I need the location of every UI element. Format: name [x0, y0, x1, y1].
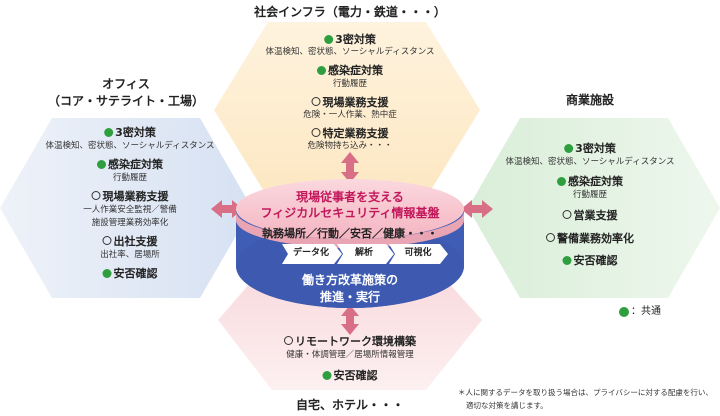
common-marker-icon: [564, 144, 574, 153]
top-item-3mitsu: 3密対策: [324, 34, 376, 45]
circle-marker-icon: [546, 233, 555, 242]
top-item-specific-support-detail: 危険物持ち込み・・・: [307, 141, 393, 151]
right-item-3mitsu: 3密対策: [564, 143, 616, 154]
top-item-infection-detail: 行動履歴: [332, 79, 368, 89]
common-marker-icon: [317, 66, 326, 75]
arrow-bottom: [341, 305, 359, 335]
hub-line-2: フィジカルセキュリティ情報基盤: [260, 206, 440, 220]
arrow-top: [341, 152, 359, 183]
arrow-right: [461, 200, 493, 218]
left-item-3mitsu-detail: 体温検知、密状態、ソーシャルディスタンス: [45, 141, 215, 151]
left-item-infection-detail: 行動履歴: [112, 173, 148, 183]
left-item-field-support: 現場業務支援: [91, 191, 169, 202]
left-item-infection: 感染症対策: [97, 159, 163, 170]
left-title-1: オフィス: [102, 77, 150, 91]
right-item-infection: 感染症対策: [557, 176, 623, 187]
right-item-sales-support: 営業支援: [562, 210, 618, 221]
bottom-item-safety: 安否確認: [322, 370, 378, 381]
common-marker-icon: [322, 371, 332, 380]
footnote-line-2: 適切な対策を講じます。: [466, 401, 548, 410]
top-item-field-support: 現場業務支援: [311, 97, 389, 108]
right-item-infection-detail: 行動履歴: [572, 190, 608, 200]
right-item-3mitsu-detail: 体温検知、密状態、ソーシャルディスタンス: [505, 157, 675, 167]
left-item-safety: 安否確認: [102, 268, 158, 279]
right-item-safety: 安否確認: [562, 255, 618, 266]
hub-bottom-1: 働き方改革施策の: [301, 273, 399, 287]
top-item-infection: 感染症対策: [317, 65, 383, 76]
hub-pink-rim: [236, 211, 464, 248]
bottom-item-remote-work-detail: 健康・体調管理／居場所情報管理: [286, 350, 414, 360]
common-marker-icon: [562, 256, 572, 265]
hub-line-1: 現場従事者を支える: [296, 190, 404, 204]
left-item-field-support-detail-2: 施設管理業務効率化: [91, 218, 169, 228]
top-item-field-support-detail: 危険・一人作業、熱中症: [303, 110, 397, 120]
hub-pink-disc: [236, 179, 464, 239]
common-marker-icon: [557, 177, 566, 186]
right-hexagon: [468, 118, 720, 298]
common-marker-icon: [97, 160, 106, 169]
circle-marker-icon: [562, 210, 572, 219]
left-item-commute-support: 出社支援: [102, 236, 158, 247]
common-marker-icon: [104, 128, 114, 137]
top-item-specific-support: 特定業務支援: [311, 128, 389, 139]
legend-label: ：共通: [631, 306, 661, 317]
right-item-security-efficiency: 警備業務効率化: [546, 233, 634, 244]
common-marker-icon: [324, 35, 334, 44]
circle-marker-icon: [91, 191, 101, 200]
common-marker-icon: [102, 269, 112, 278]
top-hexagon: [214, 22, 480, 198]
circle-marker-icon: [102, 236, 112, 245]
left-item-field-support-detail: 一人作業安全監視／警備: [83, 205, 177, 215]
flow-step-data: データ化: [292, 248, 330, 258]
hub-bottom-2: 推進・実行: [319, 290, 381, 304]
flow-step-visualize: 可視化: [404, 248, 432, 258]
circle-marker-icon: [311, 128, 321, 137]
left-item-3mitsu: 3密対策: [104, 127, 156, 138]
chevron-visual: [389, 244, 448, 264]
flow-step-analysis: 解析: [354, 248, 374, 258]
left-hexagon: [0, 118, 252, 298]
circle-marker-icon: [311, 97, 321, 106]
right-title: 商業施設: [565, 93, 615, 107]
top-title: 社会インフラ（電力・鉄道・・・）: [254, 5, 446, 19]
bottom-item-remote-work: リモートワーク環境構築: [284, 336, 416, 347]
chevron-data: [282, 244, 342, 264]
circle-marker-icon: [284, 336, 293, 345]
arrow-left: [211, 200, 243, 218]
hub-line-3: 執務場所／行動／安否／健康・・・: [262, 227, 438, 240]
chevron-analysis: [337, 244, 394, 264]
top-item-3mitsu-detail: 体温検知、密状態、ソーシャルディスタンス: [265, 47, 435, 57]
legend-common-dot: [619, 307, 629, 317]
left-item-commute-support-detail: 出社率、居場所: [100, 250, 160, 260]
bottom-title: 自宅、ホテル・・・: [295, 398, 405, 412]
footnote-line-1: ＊人に関するデータを取り扱う場合は、プライバシーに対する配慮を行い、: [458, 388, 713, 397]
left-title-2: （コア・サテライト・工場）: [47, 94, 205, 108]
